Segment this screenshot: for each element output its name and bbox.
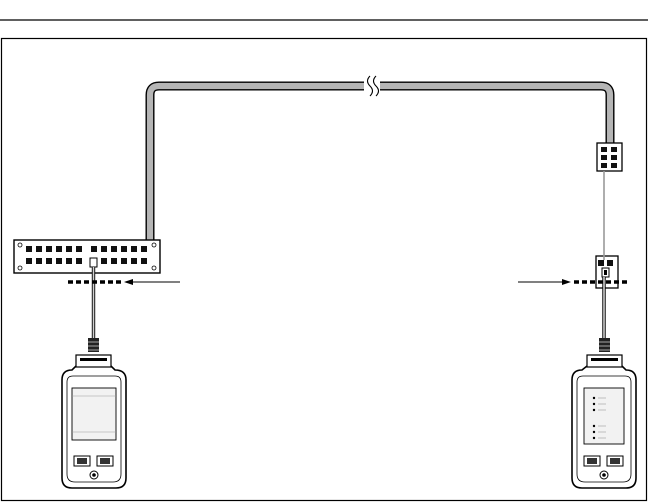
outlet-port-icon (601, 147, 607, 152)
remote-tester (572, 355, 636, 488)
panel-port-icon (141, 258, 147, 264)
status-led-icon (593, 425, 595, 427)
outlet-port-icon (611, 163, 617, 168)
panel-port-icon (111, 246, 117, 252)
outlet-port-icon (598, 260, 604, 266)
panel-port-icon (56, 246, 62, 252)
panel-port-icon (76, 246, 82, 252)
remote-panel (584, 388, 624, 444)
panel-port-icon (66, 258, 72, 264)
panel-port-icon (101, 246, 107, 252)
status-led-icon (593, 403, 595, 405)
main-tester (62, 355, 126, 488)
wall-outlet-top (597, 143, 622, 171)
arrow-left-icon (124, 279, 133, 285)
arrow-right-icon (562, 279, 571, 285)
panel-port-icon (101, 258, 107, 264)
panel-port-icon (36, 246, 42, 252)
panel-port-icon (56, 258, 62, 264)
panel-port-icon (111, 258, 117, 264)
trunk-cable (150, 86, 610, 242)
panel-port-icon (26, 258, 32, 264)
patch-panel (14, 240, 160, 273)
panel-port-icon (131, 246, 137, 252)
status-led-icon (593, 431, 595, 433)
link-end-marker-left (68, 279, 180, 285)
panel-port-icon (131, 258, 137, 264)
panel-port-icon (46, 258, 52, 264)
cable-break (364, 76, 380, 96)
panel-port-icon (36, 258, 42, 264)
panel-port-icon (121, 258, 127, 264)
status-led-icon (593, 397, 595, 399)
outlet-port-icon (601, 155, 607, 160)
panel-port-icon (121, 246, 127, 252)
panel-port-icon (66, 246, 72, 252)
panel-port-icon (46, 246, 52, 252)
panel-port-icon (76, 258, 82, 264)
panel-port-icon (26, 246, 32, 252)
status-led-icon (593, 409, 595, 411)
outlet-port-icon (611, 155, 617, 160)
outlet-port-icon (607, 260, 613, 266)
panel-port-icon (141, 246, 147, 252)
status-led-icon (593, 437, 595, 439)
outlet-port-icon (601, 163, 607, 168)
outlet-port-icon (611, 147, 617, 152)
panel-port-icon (91, 246, 97, 252)
